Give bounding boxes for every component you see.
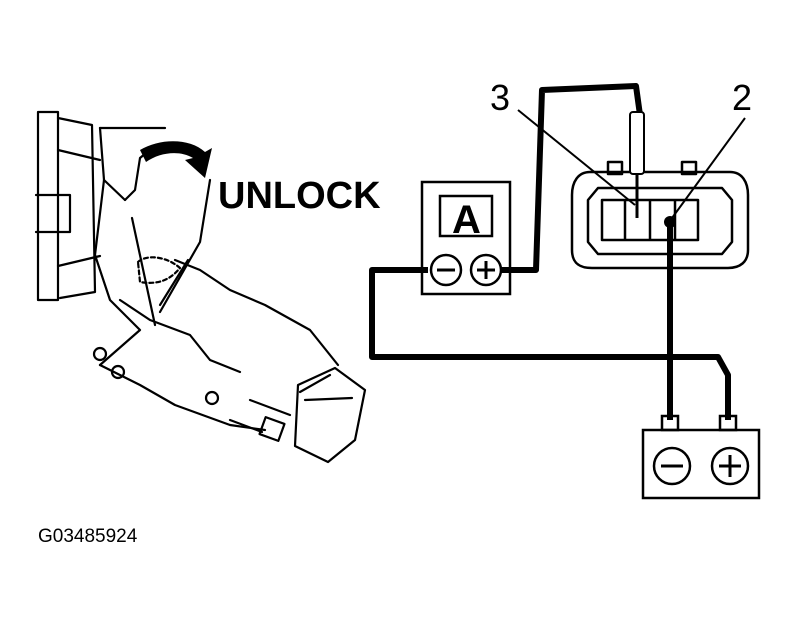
unlock-label: UNLOCK xyxy=(218,175,381,217)
battery-negative-icon xyxy=(652,446,692,486)
figure-code: G03485924 xyxy=(38,526,138,547)
leader-lines xyxy=(517,109,746,219)
unlock-direction-arrow xyxy=(140,141,212,178)
battery xyxy=(641,414,761,500)
actuator-connector xyxy=(570,160,750,270)
terminal-3-label: 3 xyxy=(490,77,510,118)
ammeter-positive-icon xyxy=(469,253,503,287)
ammeter-negative-icon xyxy=(429,253,463,287)
ammeter-letter: A xyxy=(452,198,481,242)
test-probe xyxy=(629,111,645,218)
terminal-2-label: 2 xyxy=(732,77,752,118)
ammeter xyxy=(420,180,512,296)
door-lock-assembly xyxy=(34,110,367,464)
terminal-2-contact xyxy=(664,216,676,228)
battery-positive-icon xyxy=(710,446,750,486)
